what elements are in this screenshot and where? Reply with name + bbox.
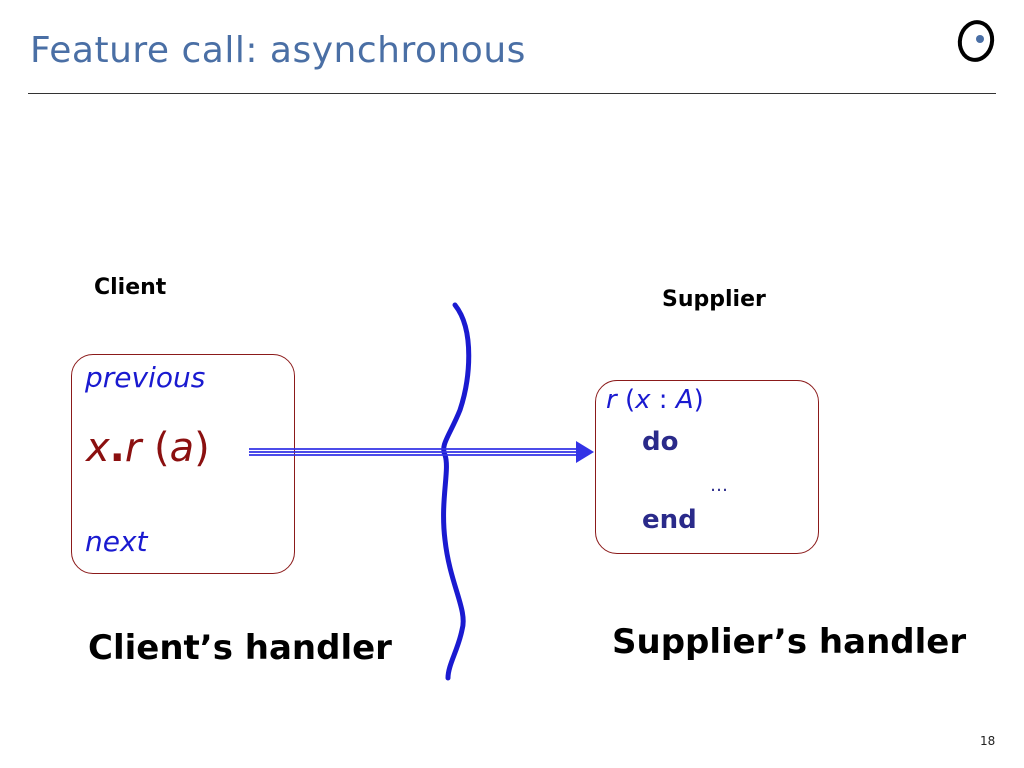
do-keyword: do: [642, 427, 679, 457]
param-type: A: [675, 385, 694, 415]
body-ellipsis: …: [710, 475, 728, 496]
call-dot: .: [109, 425, 125, 471]
supplier-label: Supplier: [662, 287, 766, 312]
client-handler-caption: Client’s handler: [88, 628, 392, 668]
page-number: 18: [980, 734, 996, 748]
sig-close-paren: ): [693, 385, 704, 415]
routine-signature: r (x : A): [606, 385, 704, 415]
call-argument: a: [169, 425, 195, 471]
call-feature: r: [124, 425, 142, 471]
client-box: previous x.r (a) next: [71, 354, 295, 574]
slide-title: Feature call: asynchronous: [30, 30, 526, 71]
client-label: Client: [94, 275, 167, 300]
param-name: x: [635, 385, 651, 415]
previous-keyword: previous: [85, 361, 206, 394]
call-target: x: [86, 425, 110, 471]
sig-colon: :: [650, 385, 676, 415]
handler-separator: [441, 302, 472, 681]
feature-call: x.r (a): [86, 425, 210, 471]
end-keyword: end: [642, 505, 697, 535]
sig-open-paren: (: [616, 385, 636, 415]
routine-name: r: [606, 385, 617, 415]
call-arrow: [249, 441, 594, 463]
title-divider: [28, 93, 996, 94]
supplier-handler-caption: Supplier’s handler: [612, 622, 967, 662]
eiffel-logo: [957, 20, 995, 62]
call-close-paren: ): [194, 425, 210, 471]
supplier-box: r (x : A) do … end: [595, 380, 819, 554]
next-keyword: next: [85, 525, 148, 558]
call-open-paren: (: [141, 425, 170, 471]
